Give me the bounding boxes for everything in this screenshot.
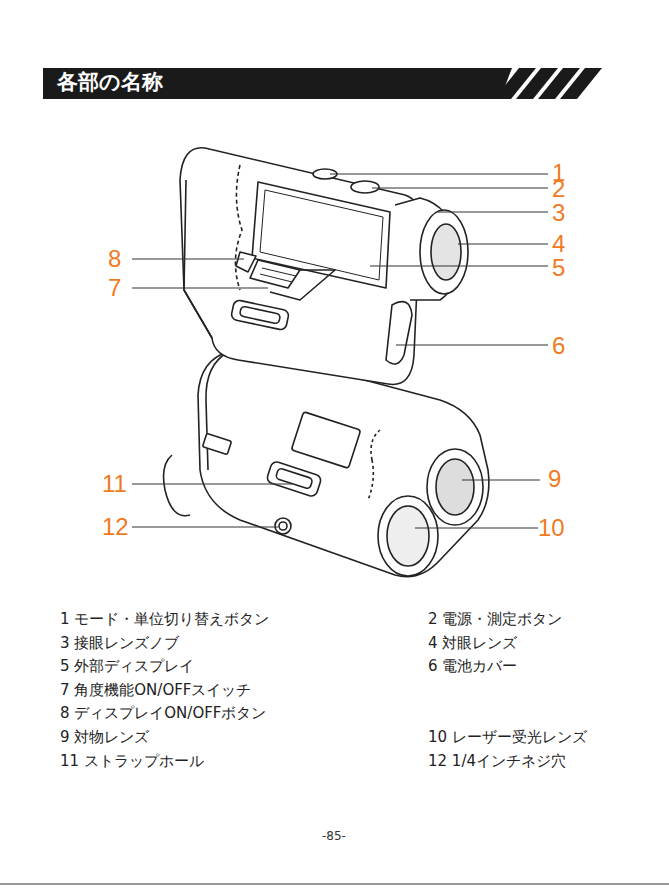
angle-switch	[250, 260, 300, 288]
part-name: 6 電池カバー	[428, 659, 517, 674]
page-number: -85-	[322, 830, 346, 842]
display-button	[236, 252, 256, 272]
leader-line	[330, 173, 548, 174]
eyepiece-lens	[431, 224, 461, 280]
eyepiece-rear	[164, 455, 190, 516]
callout-number: 4	[552, 232, 565, 256]
eyepiece-rim	[420, 210, 468, 294]
leader-line	[415, 527, 538, 528]
part-name: 12 1/4インチネジ穴	[428, 754, 566, 769]
device-body-front	[198, 351, 489, 577]
callout-number: 10	[538, 516, 565, 540]
strap-hole-inner	[239, 306, 280, 324]
leader-line	[462, 479, 540, 480]
switch-ridges	[260, 268, 296, 282]
power-button	[351, 181, 379, 193]
grip-ridges	[235, 165, 242, 290]
leader-line	[372, 187, 548, 188]
part-name: 1 モード・単位切り替えボタン	[60, 612, 269, 627]
objective-lens-rim	[427, 449, 483, 525]
tripod-socket	[275, 518, 291, 534]
callout-number: 3	[552, 201, 565, 225]
leader-line	[132, 483, 292, 484]
leader-line	[132, 526, 278, 527]
leader-line	[396, 344, 548, 345]
strap-hole	[266, 461, 322, 498]
part-name: 2 電源・測定ボタン	[428, 612, 562, 627]
leader-line	[132, 287, 268, 288]
part-name: 9 対物レンズ	[60, 730, 149, 745]
objective-lens	[436, 459, 474, 515]
title-band	[43, 68, 512, 99]
callout-number: 7	[108, 276, 121, 300]
grip-ridges	[368, 430, 380, 500]
band-stripe	[560, 68, 602, 99]
strap-hole	[231, 299, 290, 330]
leader-line	[132, 258, 244, 259]
page-title: 各部の名称	[57, 71, 163, 94]
callout-number: 5	[552, 256, 565, 280]
callout-number: 6	[552, 334, 565, 358]
part-name: 8 ディスプレイON/OFFボタン	[60, 706, 266, 721]
label-plate	[291, 412, 360, 469]
receiver-lens	[387, 506, 429, 566]
receiver-lens-rim	[378, 496, 438, 576]
bottom-rule	[0, 884, 669, 885]
part-name: 10 レーザー受光レンズ	[428, 730, 587, 745]
part-name: 7 角度機能ON/OFFスイッチ	[60, 683, 251, 698]
callout-number: 8	[108, 247, 121, 271]
callout-number: 2	[552, 177, 565, 201]
part-name: 11 ストラップホール	[60, 754, 204, 769]
callout-number: 12	[102, 515, 129, 539]
part-name: 4 対眼レンズ	[428, 636, 517, 651]
leader-line	[370, 265, 548, 266]
leader-line	[438, 211, 548, 212]
battery-cover	[386, 302, 412, 364]
switch-panel	[270, 270, 335, 300]
battery-icon	[202, 433, 231, 454]
callout-number: 9	[548, 467, 561, 491]
strap-hole-inner	[275, 468, 313, 490]
part-name: 5 外部ディスプレイ	[60, 659, 194, 674]
tripod-socket-inner	[279, 522, 287, 530]
callout-number: 11	[102, 472, 127, 496]
part-name: 3 接眼レンズノブ	[60, 636, 179, 651]
leader-line	[458, 243, 548, 244]
